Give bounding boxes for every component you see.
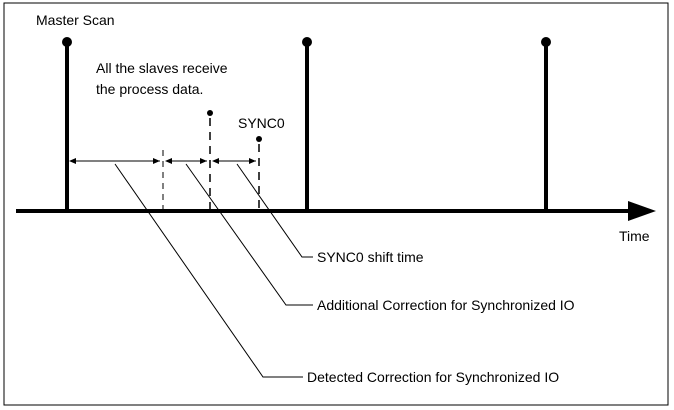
master-scan-pulse-2-head [302, 37, 312, 47]
master-scan-pulse-1-head [62, 37, 72, 47]
sync0-dot [256, 136, 262, 142]
master-scan-label: Master Scan [36, 12, 115, 28]
slaves-receive-dot [207, 110, 213, 116]
detected-correction-callout: Detected Correction for Synchronized IO [307, 369, 559, 385]
master-scan-pulse-3-head [541, 37, 551, 47]
detected-correction-leader [114, 163, 303, 378]
diagram-frame [3, 2, 669, 406]
time-label: Time [619, 228, 650, 244]
time-axis-arrowhead [628, 201, 656, 221]
sync0-shift-callout: SYNC0 shift time [317, 249, 424, 265]
additional-correction-callout: Additional Correction for Synchronized I… [317, 297, 575, 313]
sync0-label: SYNC0 [238, 115, 285, 131]
slaves-receive-label-line1: All the slaves receive [96, 60, 228, 76]
sync0-shift-leader [236, 163, 313, 258]
additional-correction-leader [185, 163, 313, 306]
slaves-receive-label-line2: the process data. [96, 81, 203, 97]
